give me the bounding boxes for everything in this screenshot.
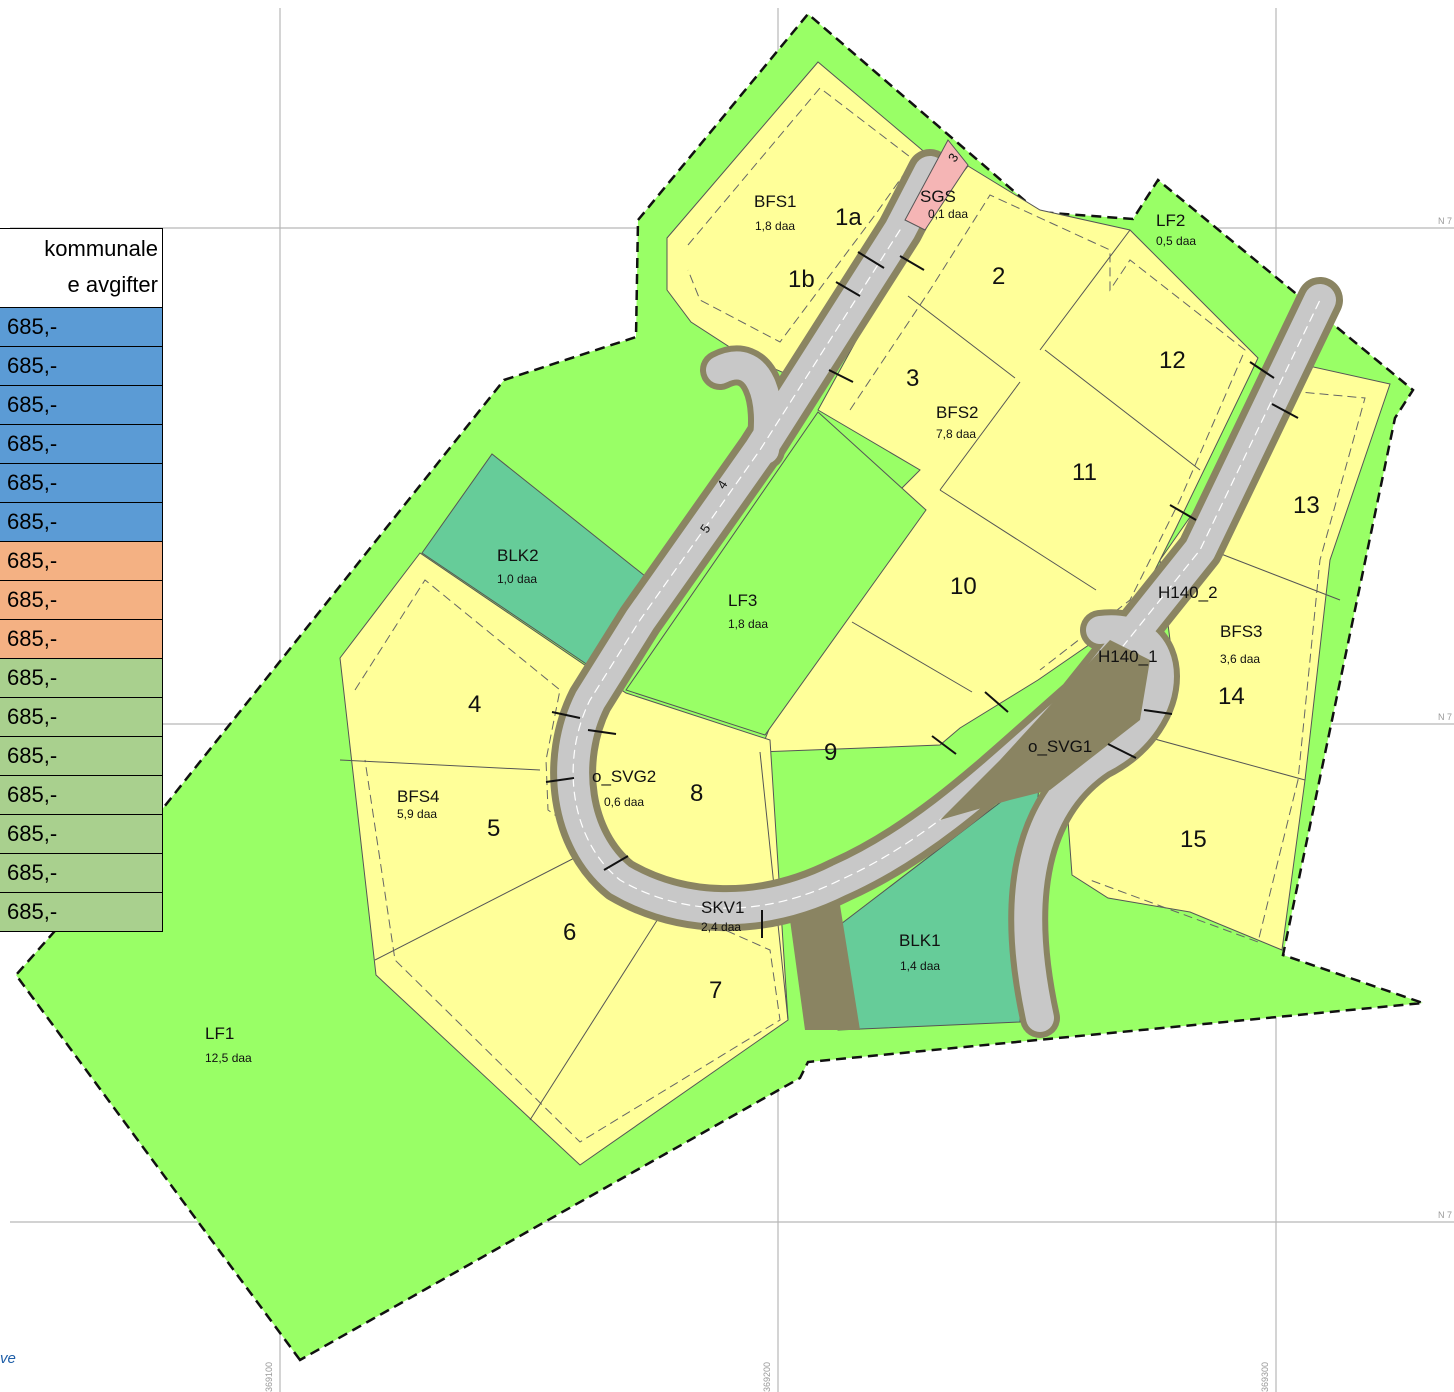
- fee-value-cell: 685,-: [0, 463, 163, 503]
- coord-n-label: N 7: [1438, 712, 1452, 722]
- zone-area-bfs3: 3,6 daa: [1220, 652, 1260, 666]
- fee-value-cell: 685,-: [0, 697, 163, 737]
- fee-value-cell: 685,-: [0, 424, 163, 464]
- zone-area-sgs: 0,1 daa: [928, 207, 968, 221]
- plot-number: 11: [1072, 459, 1097, 486]
- fee-header-line-1: kommunale: [44, 236, 158, 261]
- fee-value-cell: 685,-: [0, 736, 163, 776]
- zone-area-lf2: 0,5 daa: [1156, 234, 1196, 248]
- coord-x-label: 369100: [264, 1362, 274, 1392]
- coord-n-label: N 7: [1438, 216, 1452, 226]
- fee-row: 685,-: [0, 736, 163, 776]
- fee-table: kommunale e avgifter 685,-685,-685,-685,…: [0, 228, 163, 932]
- zone-label-h140-1: H140_1: [1098, 647, 1158, 666]
- zone-label-blk2: BLK2: [497, 546, 539, 565]
- zone-label-bfs4: BFS4: [397, 787, 440, 806]
- zone-labels: BFS1 1,8 daa SGS 0,1 daa LF2 0,5 daa BFS…: [205, 187, 1263, 1065]
- plot-numbers: 1a 1b 2 3 4 5 6 7 8 9 10 11 12 13 14 15: [468, 204, 1320, 1004]
- zone-area-o-svg2: 0,6 daa: [604, 795, 644, 809]
- zone-area-skv1: 2,4 daa: [701, 920, 741, 934]
- fee-value-cell: 685,-: [0, 502, 163, 542]
- fee-value-cell: 685,-: [0, 775, 163, 815]
- plot-number: 5: [487, 815, 500, 842]
- fee-row: 685,-: [0, 697, 163, 737]
- zone-label-skv1: SKV1: [701, 898, 744, 917]
- fee-value-cell: 685,-: [0, 307, 163, 347]
- fee-row: 685,-: [0, 502, 163, 542]
- zone-label-blk1: BLK1: [899, 931, 941, 950]
- coord-x-label: 369300: [1260, 1362, 1270, 1392]
- fee-value-cell: 685,-: [0, 385, 163, 425]
- fee-row: 685,-: [0, 775, 163, 815]
- plot-number: 7: [709, 977, 722, 1004]
- zone-label-o-svg2: o_SVG2: [592, 767, 656, 786]
- zone-label-lf1: LF1: [205, 1024, 234, 1043]
- road-side-area-2: [790, 905, 860, 1030]
- fee-value-cell: 685,-: [0, 658, 163, 698]
- fee-row: 685,-: [0, 346, 163, 386]
- plot-number: 6: [563, 919, 576, 946]
- fee-value-cell: 685,-: [0, 541, 163, 581]
- zone-label-bfs3: BFS3: [1220, 622, 1263, 641]
- fee-row: 685,-: [0, 385, 163, 425]
- fee-value-cell: 685,-: [0, 346, 163, 386]
- zone-label-h140-2: H140_2: [1158, 583, 1218, 602]
- plot-number: 1a: [835, 204, 862, 231]
- fee-row: 685,-: [0, 892, 163, 932]
- fee-row: 685,-: [0, 424, 163, 464]
- fee-value-cell: 685,-: [0, 580, 163, 620]
- zone-area-lf1: 12,5 daa: [205, 1051, 252, 1065]
- zone-label-lf3: LF3: [728, 591, 757, 610]
- zone-area-blk1: 1,4 daa: [900, 959, 940, 973]
- zone-label-lf2: LF2: [1156, 211, 1185, 230]
- plot-number: 15: [1180, 826, 1207, 853]
- coord-x-label: 369200: [762, 1362, 772, 1392]
- fee-row: 685,-: [0, 658, 163, 698]
- plot-number: 13: [1293, 492, 1320, 519]
- access-arrows: [545, 251, 1299, 938]
- plot-number: 12: [1159, 347, 1186, 374]
- coordinate-labels: 369100 369200 369300 N 7 N 7 N 7: [264, 216, 1452, 1392]
- zone-area-bfs2: 7,8 daa: [936, 427, 976, 441]
- footpath-sgs: [904, 139, 969, 231]
- coord-n-label: N 7: [1438, 1210, 1452, 1220]
- green-blocks: [421, 411, 1041, 1031]
- zone-label-sgs: SGS: [920, 187, 956, 206]
- plot-number: 4: [468, 691, 481, 718]
- road-side-area: [940, 640, 1150, 820]
- fee-row: 685,-: [0, 853, 163, 893]
- fee-header-line-2: e avgifter: [67, 272, 159, 297]
- zone-label-bfs2: BFS2: [936, 403, 979, 422]
- plot-number: 9: [824, 739, 837, 766]
- fee-value-cell: 685,-: [0, 814, 163, 854]
- fee-row: 685,-: [0, 541, 163, 581]
- zone-area-lf3: 1,8 daa: [728, 617, 768, 631]
- fee-value-cell: 685,-: [0, 619, 163, 659]
- plot-number: 14: [1218, 683, 1245, 710]
- fee-table-body: 685,-685,-685,-685,-685,-685,-685,-685,-…: [0, 307, 163, 932]
- plot-number: 2: [992, 263, 1005, 290]
- plot-number: 8: [690, 780, 703, 807]
- zone-label-bfs1: BFS1: [754, 192, 797, 211]
- zone-area-bfs4: 5,9 daa: [397, 807, 437, 821]
- zone-area-bfs1: 1,8 daa: [755, 219, 795, 233]
- fee-table-header: kommunale e avgifter: [0, 228, 163, 308]
- plot-divisions: [339, 229, 1341, 1121]
- fee-row: 685,-: [0, 307, 163, 347]
- plot-number: 10: [950, 573, 977, 600]
- plot-number: 3: [906, 365, 919, 392]
- fee-value-cell: 685,-: [0, 853, 163, 893]
- fee-row: 685,-: [0, 814, 163, 854]
- fee-row: 685,-: [0, 463, 163, 503]
- zone-label-o-svg1: o_SVG1: [1028, 737, 1092, 756]
- fee-value-cell: 685,-: [0, 892, 163, 932]
- plot-number: 1b: [788, 266, 815, 293]
- footer-link[interactable]: ve: [0, 1350, 16, 1367]
- zone-lf3-area: [625, 411, 927, 736]
- fee-row: 685,-: [0, 580, 163, 620]
- fee-row: 685,-: [0, 619, 163, 659]
- zone-area-blk2: 1,0 daa: [497, 572, 537, 586]
